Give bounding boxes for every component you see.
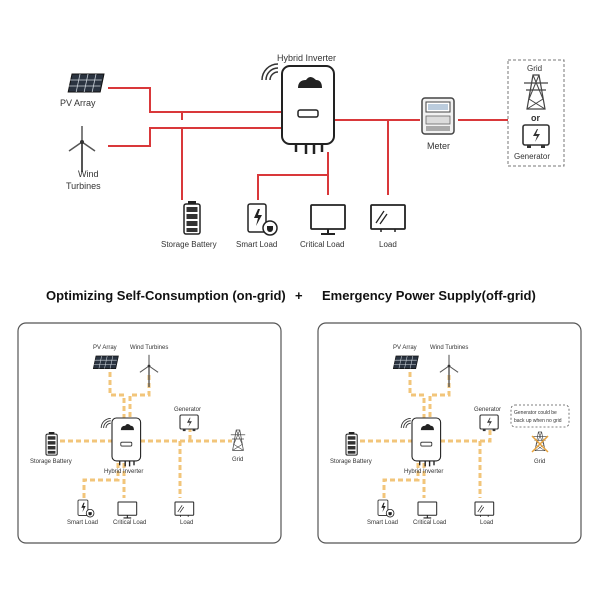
panel-right-inverter-label: Hybrid Inverter (404, 469, 443, 475)
monitor-icon (417, 501, 438, 519)
grid-or-generator-box: Grid or Generator (507, 59, 565, 167)
generator-icon (479, 414, 499, 432)
panel-right-pv-label: PV Array (393, 345, 417, 351)
panel-left-inverter-label: Hybrid Inverter (104, 469, 143, 475)
load-top: Load (370, 204, 406, 249)
power-tower-icon (523, 74, 549, 110)
solar-panel-icon (392, 355, 419, 369)
wind-turbines-top: Wind Turbines (66, 125, 101, 191)
panel-on-grid: PV Array Wind Turbines Hybrid Inverter G… (17, 322, 282, 544)
tv-icon (370, 204, 406, 233)
panel-off-grid: PV Array Wind Turbines Hybrid Inverter G… (317, 322, 582, 544)
panel-right-grid-label: Grid (534, 459, 545, 465)
storage-battery-top: Storage Battery (161, 200, 217, 249)
generator-note-line2: back up when no grid (514, 418, 562, 424)
pv-array-label: PV Array (60, 98, 96, 108)
storage-battery-label: Storage Battery (161, 240, 217, 249)
generator-note-line1: Generator could be (514, 410, 557, 416)
panel-left-load-label: Load (180, 520, 193, 526)
battery-icon (183, 200, 201, 235)
pv-array-top: PV Array (60, 73, 105, 108)
panel-right-smart-load-label: Smart Load (367, 520, 398, 526)
generator-icon (179, 414, 199, 432)
panel-right-battery-label: Storage Battery (330, 459, 372, 465)
generator-label: Generator (514, 152, 550, 161)
wind-label-line2: Turbines (66, 181, 101, 191)
critical-load-label: Critical Load (300, 240, 344, 249)
panel-left-pv-label: PV Array (93, 345, 117, 351)
headline-on-grid: Optimizing Self-Consumption (on-grid) (46, 288, 286, 303)
panel-left-battery-label: Storage Battery (30, 459, 72, 465)
headline-off-grid: Emergency Power Supply(off-grid) (322, 288, 536, 303)
battery-icon (345, 431, 358, 456)
tv-icon (474, 501, 495, 518)
meter-top: Meter (421, 97, 455, 151)
grid-disabled (531, 431, 549, 453)
wifi-icon (261, 63, 279, 81)
meter-icon (421, 97, 455, 135)
monitor-icon (310, 204, 346, 235)
grid-generator-frame (507, 59, 565, 167)
smart-load-top: Smart Load (236, 203, 278, 249)
panel-right-generator-label: Generator (474, 407, 501, 413)
grid-label: Grid (527, 64, 542, 73)
inverter-icon (411, 417, 442, 468)
hybrid-inverter-top: Hybrid Inverter (261, 53, 336, 156)
generator-icon (522, 124, 550, 149)
panel-left-wind-label: Wind Turbines (130, 345, 168, 351)
solar-panel-icon (92, 355, 119, 369)
wind-turbine-icon (68, 125, 96, 173)
panel-left-grid-label: Grid (232, 457, 243, 463)
panel-left-critical-load-label: Critical Load (113, 520, 146, 526)
inverter-icon (280, 64, 336, 156)
load-label: Load (379, 240, 397, 249)
solar-panel-icon (67, 73, 105, 93)
critical-load-top: Critical Load (300, 204, 346, 249)
smart-load-icon (247, 203, 278, 236)
wind-label-line1: Wind (78, 169, 99, 179)
smart-load-label: Smart Load (236, 240, 277, 249)
headline-plus: + (295, 288, 303, 303)
battery-icon (45, 431, 58, 456)
panel-right-critical-load-label: Critical Load (413, 520, 446, 526)
off-grid-flow-lines (360, 372, 492, 498)
or-label: or (531, 113, 540, 123)
tv-icon (174, 501, 195, 518)
top-wiring (108, 87, 508, 200)
panel-left-smart-load-label: Smart Load (67, 520, 98, 526)
panel-left-generator-label: Generator (174, 407, 201, 413)
meter-label: Meter (427, 141, 450, 151)
panel-right-wind-label: Wind Turbines (430, 345, 468, 351)
generator-note: Generator could be back up when no grid (510, 404, 570, 428)
top-diagram: PV Array Wind Turbines Hybrid Inverter M… (60, 53, 565, 249)
inverter-label: Hybrid Inverter (277, 53, 336, 63)
inverter-icon (111, 417, 142, 468)
panel-right-load-label: Load (480, 520, 493, 526)
monitor-icon (117, 501, 138, 519)
